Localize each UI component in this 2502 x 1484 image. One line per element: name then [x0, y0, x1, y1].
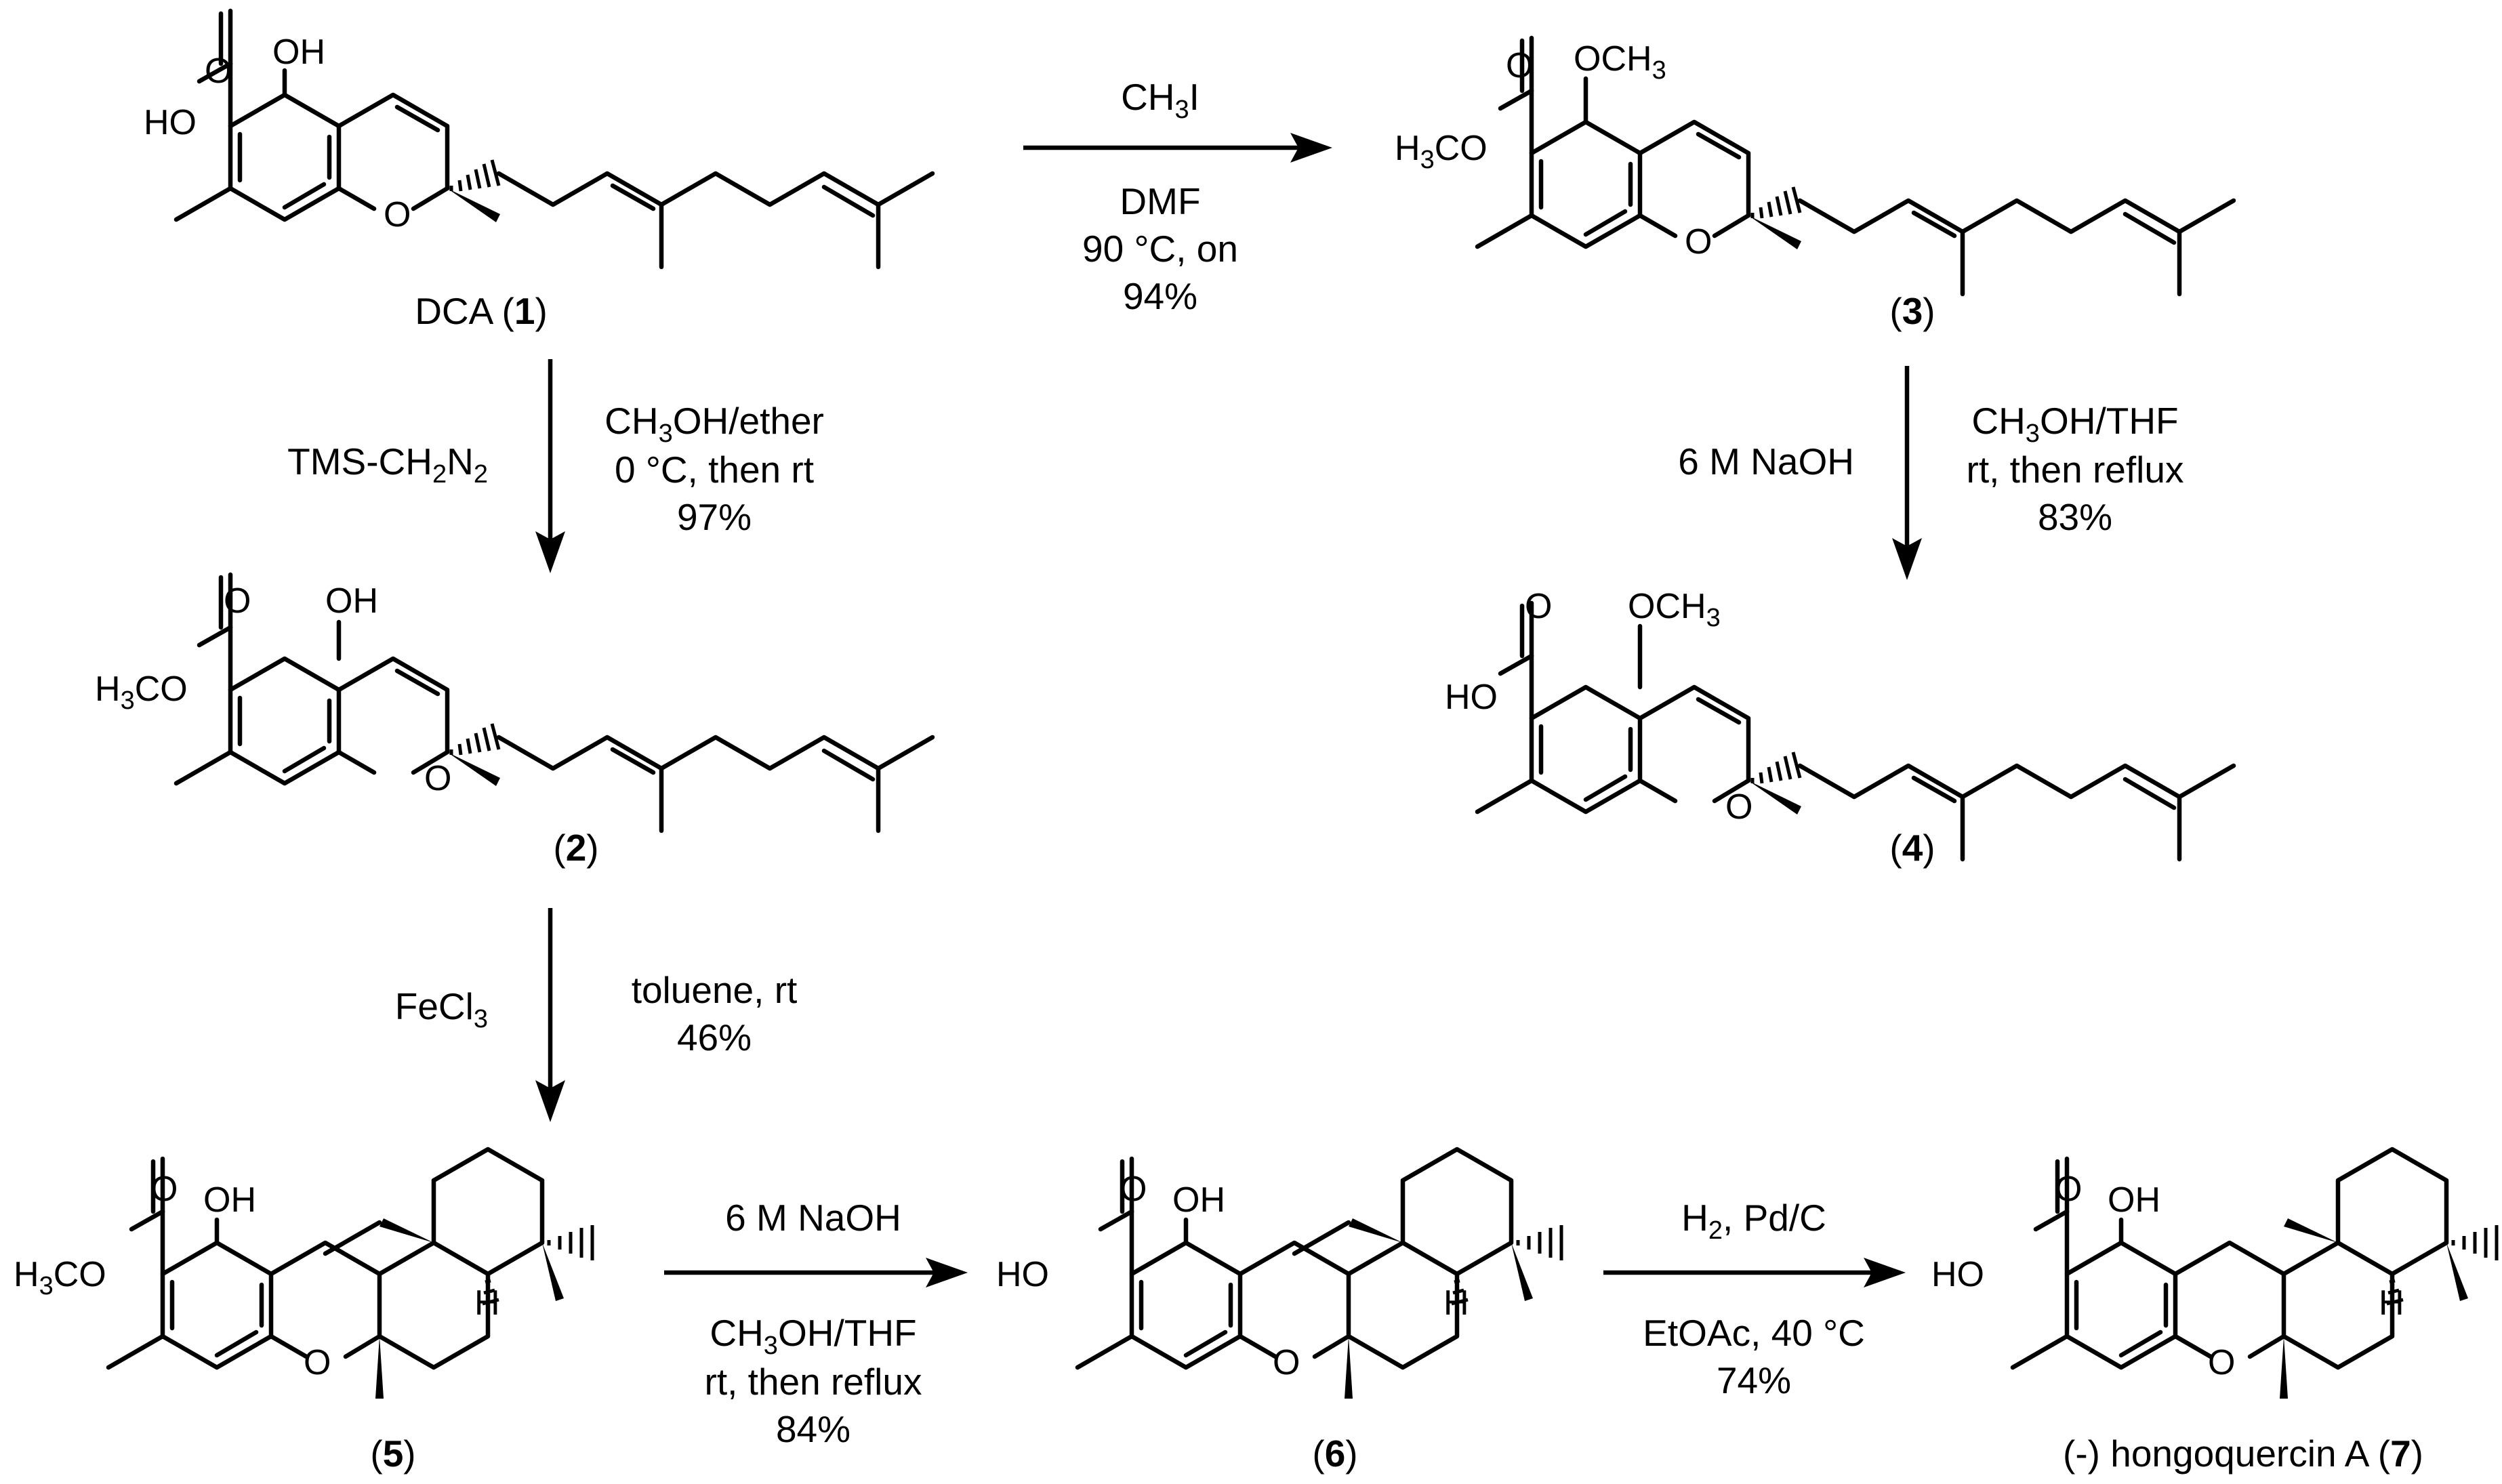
reaction-arrow-6-to-7	[1603, 1258, 1906, 1287]
reagent-r2: TMS-CH2N2	[287, 440, 488, 489]
yield-r3: 83%	[2038, 496, 2112, 538]
atom-och3: OCH3	[1628, 587, 1721, 632]
atom-ring-o: O	[304, 1343, 331, 1382]
reagent-r6: H2, Pd/C	[1681, 1197, 1826, 1245]
atom-oh: OH	[2108, 1180, 2160, 1220]
reagent-r3: 6 M NaOH	[1678, 440, 1854, 482]
condition-r3-line2: rt, then reflux	[1967, 449, 2184, 491]
compound-2-structure: O H3CO OH O	[95, 575, 932, 831]
atom-carbonyl-o: O	[1120, 1170, 1147, 1209]
condition-r5-line2: rt, then reflux	[705, 1361, 922, 1403]
atom-carbonyl-o: O	[2055, 1170, 2082, 1209]
atom-ring-o: O	[384, 195, 411, 234]
compound-4-structure: O HO OCH3 O	[1445, 587, 2234, 859]
reaction-arrow-1-to-3	[1023, 133, 1332, 163]
atom-ring-o: O	[1273, 1343, 1300, 1382]
atom-oh: OH	[325, 581, 378, 621]
atom-h: H	[474, 1283, 500, 1323]
condition-r2-line2: 0 °C, then rt	[615, 449, 814, 491]
condition-r3-line1: CH3OH/THF	[1971, 400, 2178, 448]
compound-6-structure: O HO OH O H	[996, 1149, 1561, 1399]
condition-r2-line1: CH3OH/ether	[604, 400, 824, 448]
atom-carbonyl-o: O	[205, 51, 232, 91]
compound-5-label: (5)	[370, 1433, 415, 1475]
reaction-arrow-5-to-6	[664, 1258, 968, 1287]
atom-carbonyl-o: O	[150, 1170, 178, 1209]
yield-r5: 84%	[776, 1408, 850, 1450]
atom-ester-h3co: H3CO	[1395, 129, 1488, 174]
atom-ring-o: O	[1685, 222, 1712, 262]
atom-ring-o: O	[424, 759, 451, 798]
reaction-arrow-1-to-2	[535, 359, 565, 573]
atom-oh: OH	[203, 1180, 256, 1220]
compound-5-structure: O H3CO OH O H	[14, 1149, 592, 1399]
yield-r1: 94%	[1123, 275, 1197, 317]
reagent-r5: 6 M NaOH	[725, 1197, 901, 1239]
atom-ring-o: O	[1725, 787, 1752, 827]
atom-acid-ho: HO	[1931, 1255, 1984, 1294]
atom-ring-o: O	[2208, 1343, 2235, 1382]
reagent-r4: FeCl3	[395, 985, 488, 1033]
condition-r1-line2: 90 °C, on	[1082, 228, 1238, 270]
compound-4-label: (4)	[1889, 827, 1935, 869]
condition-r1-line1: DMF	[1120, 180, 1200, 222]
reaction-arrow-2-to-5	[535, 908, 565, 1122]
compound-2-label: (2)	[553, 827, 598, 869]
atom-ester-h3co: H3CO	[14, 1255, 106, 1300]
atom-acid-ho: HO	[996, 1255, 1049, 1294]
atom-carbonyl-o: O	[224, 581, 251, 621]
yield-r4: 46%	[677, 1016, 752, 1058]
condition-r5-line1: CH3OH/THF	[710, 1312, 916, 1360]
reagent-r1-above: CH3I	[1121, 76, 1199, 124]
compound-7-structure: O HO OH O H	[1931, 1149, 2497, 1399]
compound-3-structure: O H3CO OCH3 O	[1395, 38, 2234, 294]
atom-carbonyl-o: O	[1525, 587, 1552, 626]
condition-r6-line1: EtOAc, 40 °C	[1643, 1312, 1865, 1354]
compound-6-label: (6)	[1312, 1433, 1357, 1475]
yield-r6: 74%	[1717, 1359, 1791, 1401]
atom-acid-ho: HO	[144, 103, 197, 142]
atom-oh: OH	[272, 33, 325, 72]
atom-oh: OH	[1172, 1180, 1225, 1220]
compound-1-structure: O HO OH O	[144, 11, 932, 267]
condition-r4-line1: toluene, rt	[632, 969, 798, 1011]
atom-ester-h3co: H3CO	[95, 669, 188, 715]
atom-carbonyl-o: O	[1506, 46, 1533, 85]
atom-h: H	[2379, 1283, 2404, 1323]
atom-och3: OCH3	[1574, 39, 1666, 85]
yield-r2: 97%	[677, 496, 752, 538]
atom-acid-ho: HO	[1445, 678, 1498, 717]
reaction-arrow-3-to-4	[1892, 366, 1922, 580]
compound-1-label: DCA (1)	[415, 290, 548, 332]
compound-3-label: (3)	[1889, 290, 1935, 332]
atom-h: H	[1443, 1283, 1469, 1323]
compound-7-label: (-) hongoquercin A (7)	[2063, 1433, 2423, 1475]
